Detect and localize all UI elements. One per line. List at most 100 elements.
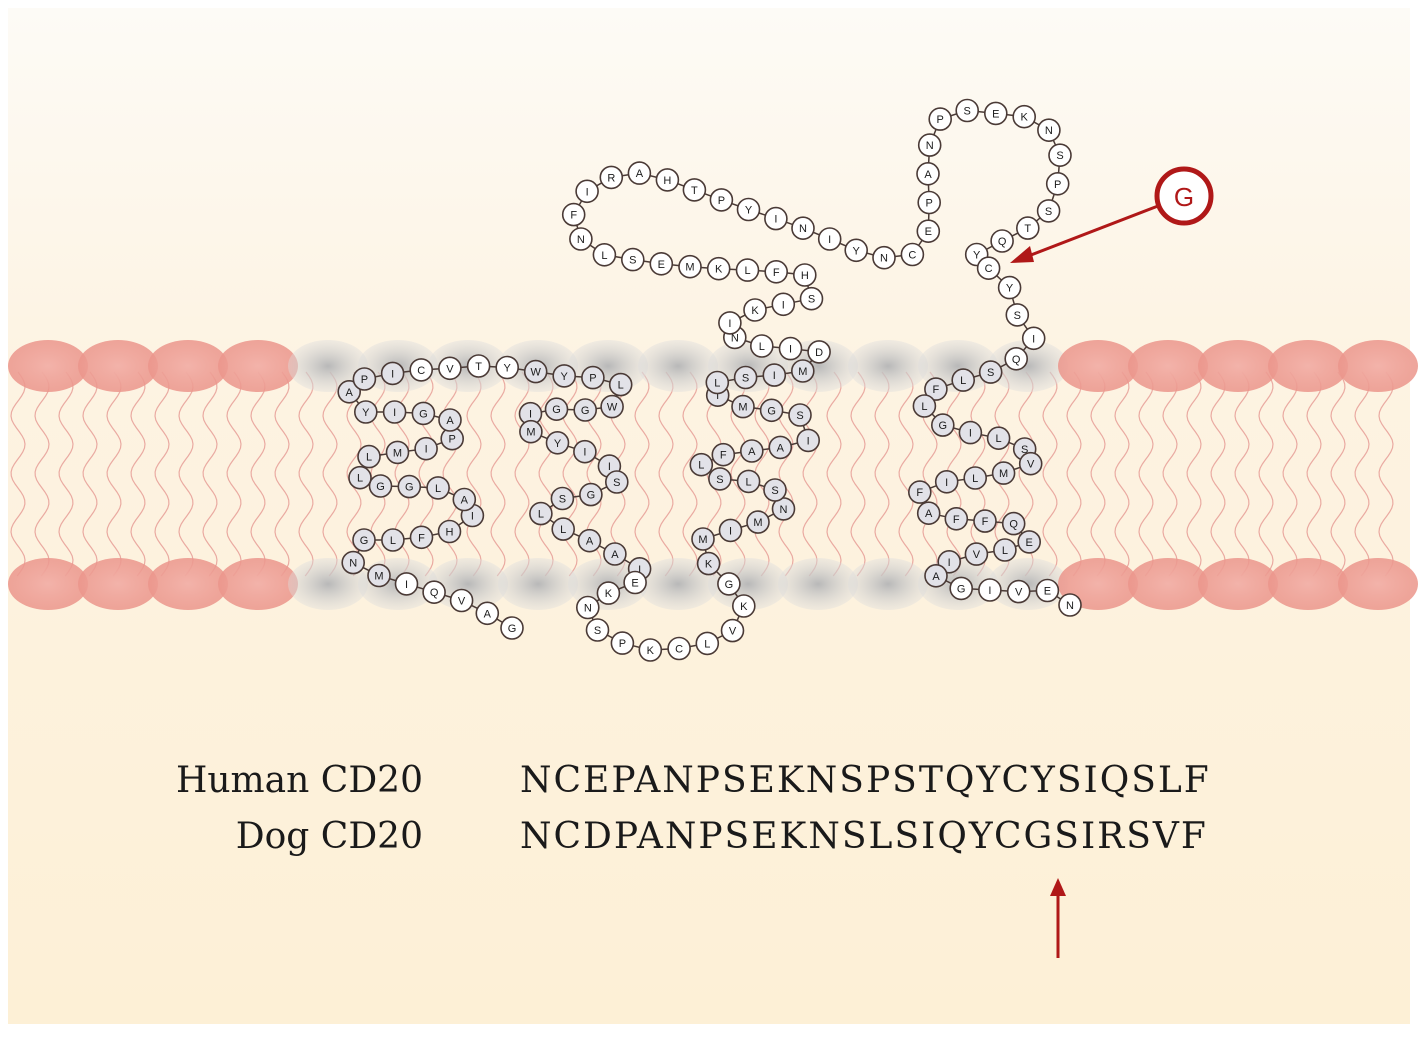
residue: E <box>623 570 647 595</box>
residue-circle <box>706 256 731 281</box>
residue-letter: L <box>746 476 752 488</box>
residue-letter: I <box>988 585 991 597</box>
residue: E <box>649 251 674 276</box>
residue: F <box>409 525 434 550</box>
residue-letter: T <box>1024 223 1031 235</box>
residue: F <box>764 259 789 284</box>
residue-letter: E <box>658 259 665 271</box>
residue-circle <box>397 474 422 499</box>
residue-letter: N <box>1045 125 1053 137</box>
residue-circle <box>762 363 787 387</box>
residue: A <box>739 439 764 463</box>
residue-letter: E <box>1026 537 1033 549</box>
residue: I <box>817 227 842 251</box>
lipid-tail <box>322 371 338 577</box>
residue-letter: A <box>932 571 940 583</box>
residue: G <box>500 616 524 640</box>
residue-circle <box>689 452 714 477</box>
residue: V <box>964 542 989 566</box>
residue: S <box>1036 199 1061 223</box>
residue-letter: V <box>1027 459 1035 471</box>
residue-letter: S <box>613 477 620 489</box>
residue: G <box>397 474 422 499</box>
lipid-head <box>1058 340 1138 392</box>
residue-circle <box>608 372 633 397</box>
residue: E <box>983 101 1008 126</box>
lipid-head <box>1268 558 1348 610</box>
residue-letter: I <box>586 186 589 198</box>
residue-circle <box>768 435 793 460</box>
species-label-dog: Dog CD20 <box>235 816 423 857</box>
residue-circle <box>523 359 548 384</box>
residue: G <box>930 413 955 437</box>
residue: P <box>610 631 635 655</box>
mutation-arrow-head-icon <box>1050 878 1066 896</box>
residue-letter: I <box>828 234 831 246</box>
residue: Y <box>552 364 577 388</box>
residue-letter: I <box>583 447 586 459</box>
residue: W <box>523 359 548 384</box>
lipid-tail <box>682 371 698 577</box>
residue: N <box>575 595 600 620</box>
residue-circle <box>736 469 761 494</box>
residue-circle <box>944 506 969 531</box>
residue-letter: I <box>529 409 532 421</box>
residue-letter: S <box>1014 310 1021 322</box>
residue-letter: D <box>815 347 823 359</box>
lipid-tail <box>1138 371 1154 577</box>
residue-letter: E <box>1044 586 1051 598</box>
residue-letter: M <box>526 427 535 439</box>
lipid-tail <box>298 371 314 577</box>
lipid-head-protein-region <box>708 558 788 610</box>
residue-circle <box>788 403 812 427</box>
residue-letter: I <box>716 390 719 402</box>
lipid-tail <box>1114 371 1130 577</box>
residue-letter: F <box>720 450 727 462</box>
residue-circle <box>575 595 600 620</box>
residue: L <box>749 334 774 358</box>
residue: K <box>696 551 721 576</box>
residue-circle <box>791 216 815 240</box>
residue-circle <box>731 594 756 618</box>
residue: L <box>951 368 976 392</box>
residue: F <box>711 442 736 467</box>
residue-letter: H <box>801 270 809 282</box>
residue-circle <box>495 355 520 380</box>
residue-circle <box>592 243 617 267</box>
residue-letter: L <box>366 452 372 464</box>
residue-circle <box>1036 199 1061 223</box>
residue: K <box>706 256 731 281</box>
alignment-row-dog: Dog CD20 NCDPANPSEKNSLSIQYCGSIRSVF <box>0 816 1418 866</box>
residue-letter: G <box>957 583 966 595</box>
residue: I <box>518 401 543 426</box>
residue-letter: P <box>937 114 944 126</box>
glycosylation-annotation: G <box>1010 166 1214 263</box>
glycosylation-marker-label: G <box>1174 182 1194 212</box>
residue-circle <box>916 501 941 526</box>
residue: A <box>924 563 948 588</box>
residue-letter: I <box>728 318 731 330</box>
residue-circle <box>958 420 983 445</box>
residue-letter: P <box>589 373 596 385</box>
residue-letter: G <box>587 490 596 502</box>
lipid-head-protein-region <box>778 558 858 610</box>
residue-circle <box>1001 511 1026 536</box>
residue-letter: G <box>939 420 948 432</box>
lipid-head <box>218 340 298 392</box>
residue: F <box>561 202 586 227</box>
residue-circle <box>452 487 477 512</box>
residue-letter: V <box>446 363 454 375</box>
glycosylation-marker-icon <box>1154 166 1214 226</box>
residue: L <box>592 243 617 267</box>
mutation-site-arrow <box>1050 878 1066 958</box>
residue-circle <box>500 616 524 640</box>
residue-letter: P <box>1054 179 1061 191</box>
residue-letter: G <box>508 623 517 635</box>
residue-letter: L <box>601 250 607 262</box>
residue-circle <box>573 398 598 422</box>
lipid-tail <box>1042 371 1058 577</box>
residue-circle <box>394 572 419 596</box>
residue-letter: K <box>705 559 713 571</box>
residue-circle <box>1006 579 1031 604</box>
residue-circle <box>746 510 770 534</box>
